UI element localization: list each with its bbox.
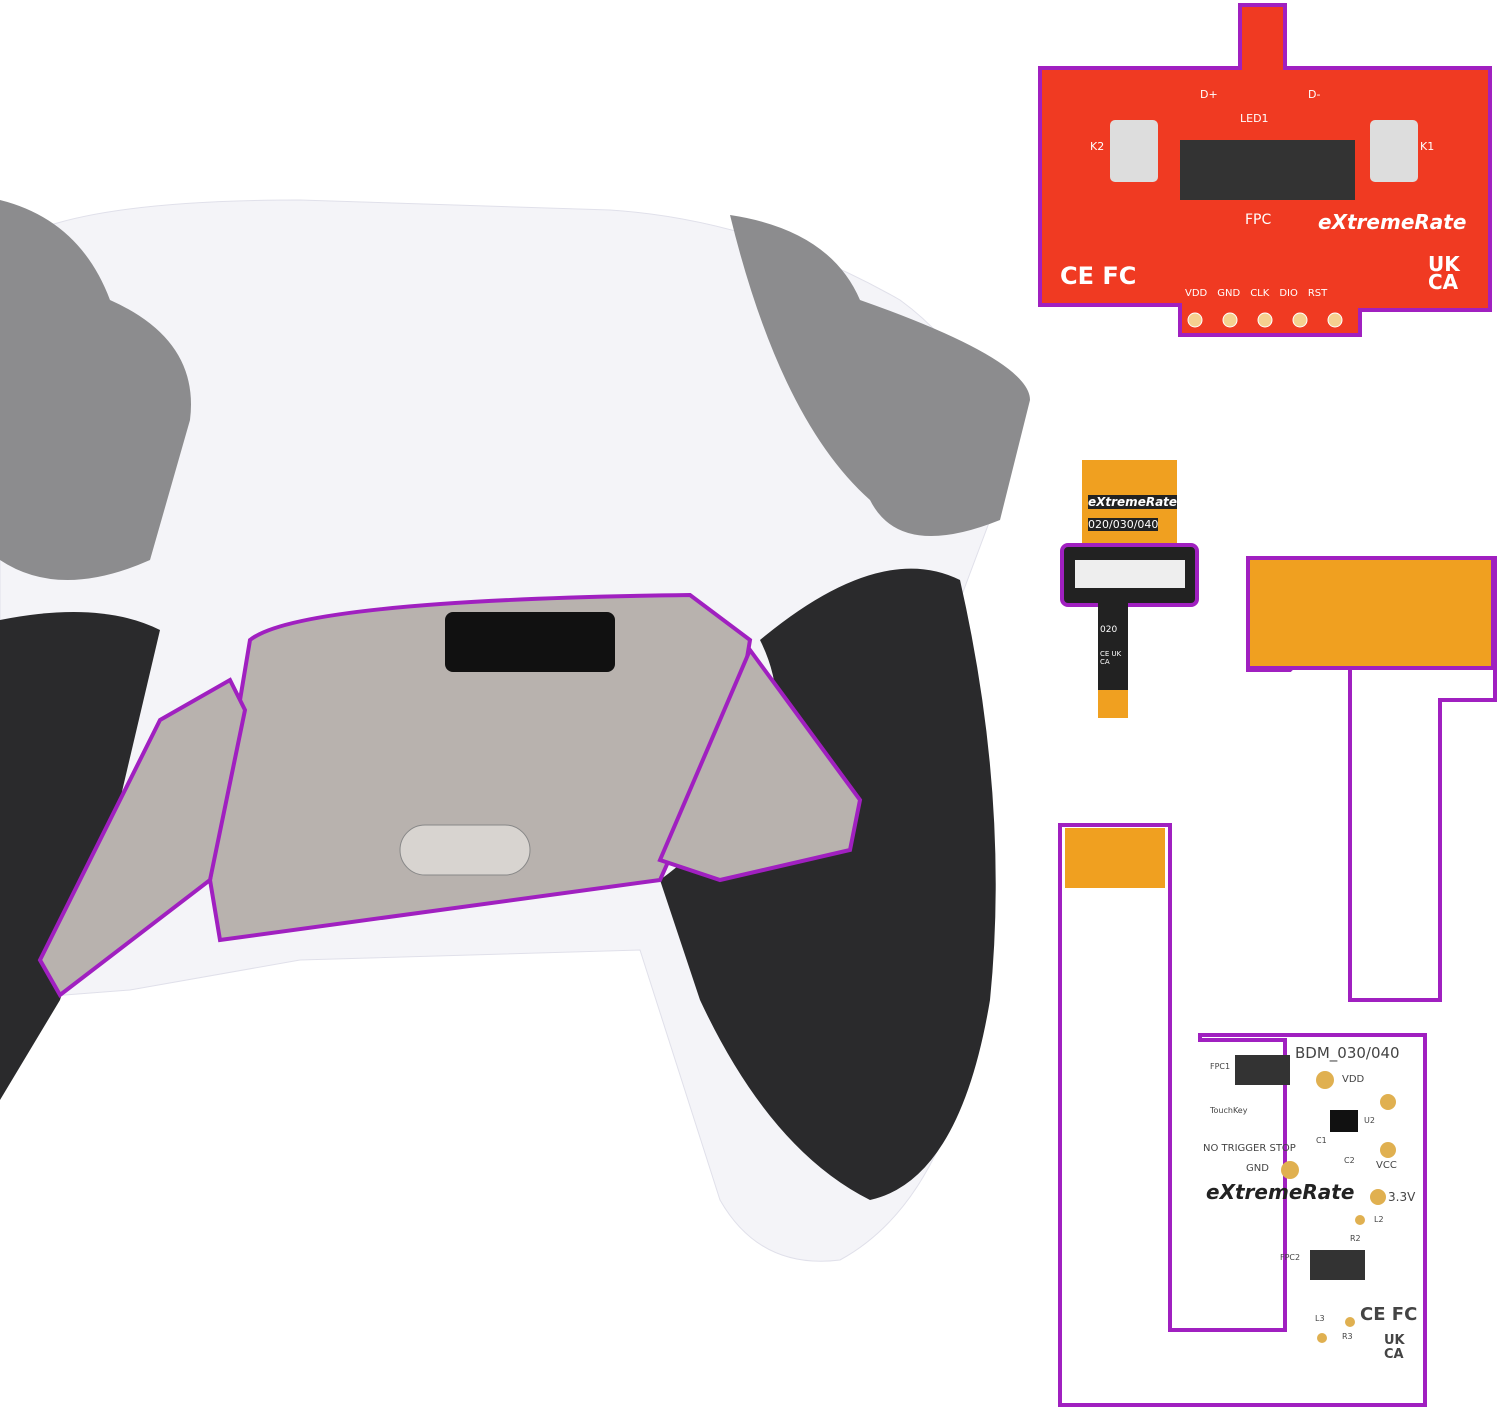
- red-board-cert: CE FC: [1060, 262, 1137, 290]
- red-board-ukca: UK CA: [1428, 252, 1460, 294]
- label-no-trigger-stop: NO TRIGGER STOP: [1203, 1143, 1296, 1154]
- grip-left: [0, 612, 160, 1100]
- label-fpc2: FPC2: [1280, 1253, 1301, 1262]
- button-k1: [1370, 120, 1418, 182]
- label-c2: C2: [1344, 1156, 1355, 1165]
- red-board-brand: eXtremeRate: [1318, 210, 1467, 234]
- white-board-ukca: UK CA: [1384, 1333, 1405, 1362]
- paddle-slot: [445, 612, 615, 672]
- chip-u2: [1330, 1110, 1358, 1132]
- label-u2: U2: [1364, 1116, 1375, 1125]
- ribbon-cert: CE UK CA: [1100, 650, 1122, 666]
- label-l3: L3: [1315, 1314, 1325, 1323]
- trigger-right: [730, 215, 1030, 536]
- label-c1: C1: [1316, 1136, 1327, 1145]
- pin-label: RST: [1307, 288, 1328, 299]
- ribbon-model: 020/030/040: [1088, 518, 1159, 531]
- pin-pads: [1187, 312, 1343, 328]
- paddle-right: [657, 645, 863, 883]
- fpc2: [1310, 1250, 1365, 1280]
- paddle-left: [37, 677, 248, 998]
- pin-label: GND: [1217, 288, 1241, 299]
- grip-right: [660, 568, 996, 1200]
- ribbon-brand: eXtremeRate: [1088, 495, 1178, 509]
- white-board-cert: CE FC: [1360, 1304, 1418, 1325]
- paddle-switch: [399, 824, 531, 876]
- white-board-title: BDM_030/040: [1295, 1044, 1400, 1062]
- label-fpc1: FPC1: [1210, 1062, 1231, 1071]
- label-d-minus: D-: [1308, 88, 1321, 101]
- pin-label: CLK: [1250, 288, 1270, 299]
- label-k2: K2: [1090, 140, 1105, 153]
- label-k1: K1: [1420, 140, 1435, 153]
- label-vcc: VCC: [1376, 1160, 1397, 1171]
- paddle-center: [207, 592, 753, 943]
- white-board-brand: eXtremeRate: [1206, 1180, 1355, 1204]
- label-gnd: GND: [1246, 1163, 1269, 1174]
- label-r3: R3: [1342, 1332, 1353, 1341]
- label-led1: LED1: [1240, 112, 1269, 125]
- label-r2: R2: [1350, 1234, 1361, 1243]
- pin-label: DIO: [1279, 288, 1298, 299]
- trigger-left: [0, 200, 191, 580]
- button-k2: [1110, 120, 1158, 182]
- label-touchkey: TouchKey: [1210, 1106, 1248, 1115]
- fpc1: [1235, 1055, 1290, 1085]
- label-d-plus: D+: [1200, 88, 1218, 101]
- label-fpc: FPC: [1245, 212, 1272, 228]
- ribbon-code: 020: [1100, 625, 1118, 635]
- pin-label: VDD: [1185, 288, 1208, 299]
- pin-labels: VDD GND CLK DIO RST: [1185, 288, 1327, 299]
- label-vdd: VDD: [1342, 1074, 1365, 1085]
- label-l2: L2: [1374, 1215, 1384, 1224]
- label-3v3: 3.3V: [1388, 1190, 1416, 1204]
- fpc-connector: [1180, 140, 1355, 200]
